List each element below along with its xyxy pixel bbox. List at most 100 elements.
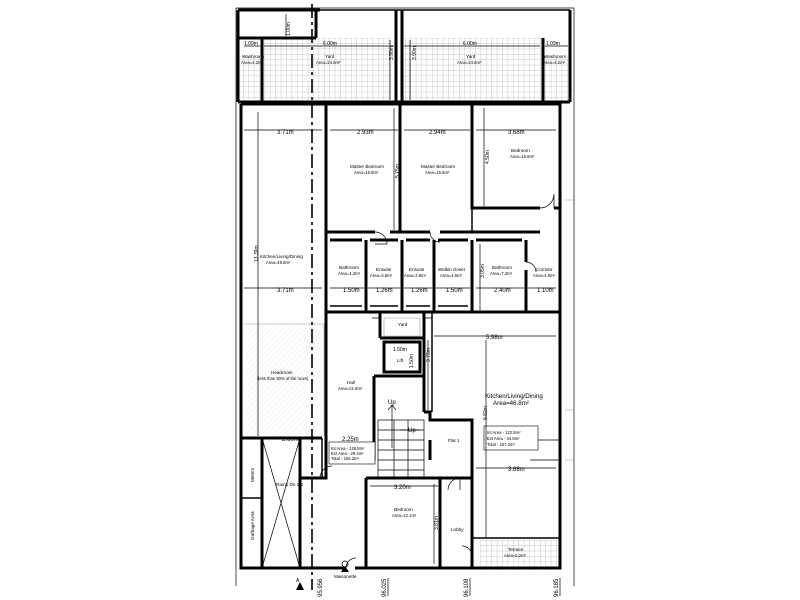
dim-379: 3.79m (426, 348, 432, 362)
master-bedroom-1-name: Master Bedroom (350, 164, 384, 169)
dim-371-top: 3.71m (277, 130, 294, 136)
dim-100: 1.00m (286, 22, 292, 36)
corridor-name: Corridor (536, 267, 553, 272)
level-4: 96.185 (554, 578, 560, 597)
bathroom-1-name: Bathroom (339, 265, 359, 270)
left-lower-walls (241, 436, 323, 569)
corridor-area: Area=4.8m² (533, 273, 556, 278)
master-bedroom-1-area: Area=16.8m² (354, 170, 379, 175)
terrace-name: Terrace (508, 547, 524, 552)
flat-label: Flat 1 (448, 438, 460, 443)
walkin-closet-name: Walkin closet (438, 267, 466, 272)
dimension-lines (244, 14, 568, 564)
external-walls (239, 102, 562, 570)
entrance-label: Maisonette (334, 574, 357, 579)
dim-225: 2.25m (342, 437, 359, 443)
bedroom-top-name: Bedroom (511, 148, 530, 153)
kitchen-right-name: Kitchen/Living/Dining (485, 393, 543, 400)
area-left-ext: Ext Area - 29.4m² (331, 451, 364, 456)
lobby-name: Lobby (451, 527, 464, 532)
area-left-total: Total - 156.2m² (331, 456, 360, 461)
dim-126-b: 1.26m (411, 288, 428, 294)
terrace-area: Area=5.2m² (504, 553, 527, 558)
area-box-left (328, 441, 376, 465)
dim-368-bottom: 3.68m (508, 467, 525, 473)
bedroom-bottom-area: Area=12.1m² (392, 513, 417, 518)
dim-368-top: 3.68m (508, 130, 525, 136)
dim-320: 3.20m (394, 485, 411, 491)
ensuite-2-area: Area=3.8m² (404, 273, 427, 278)
headroom-note: (less than 50% of the room) (257, 376, 309, 381)
dim-1339: 13.39m (254, 245, 260, 262)
hall-area: Area=21.8m² (338, 386, 363, 391)
master-bedroom-2-name: Master Bedroom (421, 164, 455, 169)
level-1: 95.956 (318, 578, 324, 597)
yard-right-area: Area=24.6m² (457, 60, 482, 65)
dim-293: 2.93m (357, 130, 374, 136)
area-box-right (483, 425, 539, 451)
dim-150-a: 1.50m (343, 288, 360, 294)
dim-575: 5.75m (395, 164, 401, 178)
dim-381: 3.81m (434, 516, 440, 530)
doors (319, 193, 555, 569)
section-lines (296, 4, 561, 596)
dim-600-right: 6.00m (463, 41, 477, 47)
bedroom-top-area: Area=16.6m² (510, 154, 535, 159)
bathroom-2-name: Bathroom (492, 265, 512, 270)
dim-450: 4.50m (485, 150, 491, 164)
dim-150-b: 1.50m (446, 288, 463, 294)
dim-598: 5.98m (486, 335, 503, 341)
bedroom-bottom-name: Bedroom (394, 507, 413, 512)
yard-right-name: Yard (466, 54, 476, 59)
kitchen-left-name: Kitchen/Living/Dining (260, 254, 303, 259)
yard-walls (236, 8, 572, 104)
garbage-label: Garbage Area (250, 511, 255, 540)
kitchen-right-area: Area=46.8m² (493, 400, 529, 407)
washroom-right-name: Washroom (544, 54, 566, 59)
area-right-total: Total - 157.2m² (487, 442, 516, 447)
dim-240: 2.40m (494, 288, 511, 294)
area-right-ext: Ext Area - 34.6m² (487, 436, 520, 441)
ensuite-2-name: Ensuite (409, 267, 425, 272)
yard-paving (239, 38, 570, 570)
master-bedroom-2-area: Area=15.6m² (425, 170, 450, 175)
level-2: 96.025 (382, 578, 388, 597)
yard-small-name: Yard (398, 322, 408, 327)
bathroom-1-area: Area=4.3m² (338, 271, 361, 276)
hall-name: Hall (347, 380, 355, 385)
ensuite-1-name: Ensuite (376, 267, 392, 272)
meters-label: Meters (250, 467, 255, 482)
dim-150-lift: 1.50m (393, 347, 407, 353)
staircase (377, 404, 425, 479)
dim-982: 9.82m (483, 406, 489, 420)
area-right-int: Int Area - 122.6m² (487, 430, 521, 435)
area-left-int: Int Area - 126.8m² (331, 446, 365, 451)
bathroom-2-area: Area=7.3m² (490, 271, 513, 276)
level-3: 96.108 (464, 578, 470, 597)
wet-rooms-walls (324, 230, 560, 314)
dim-109-left: 1.09m (244, 41, 258, 47)
dim-126-a: 1.26m (376, 288, 393, 294)
ramp-label: Ramp Dn 1:8 (276, 482, 304, 487)
dim-390-right: 3.90m (412, 46, 418, 60)
dim-109-right: 1.09m (546, 41, 560, 47)
stair-up-2: Up (408, 428, 416, 434)
washroom-left-name: Washroom (242, 54, 264, 59)
dim-150-lift-v: 1.50m (409, 354, 415, 368)
washroom-right-area: Area=4.2m² (543, 60, 566, 65)
washroom-left-area: Area=4.2m² (241, 60, 264, 65)
dim-600-left: 6.00m (323, 41, 337, 47)
stair-up-1: Up (388, 400, 396, 406)
yard-left-area: Area=24.6m² (316, 60, 341, 65)
dim-110: 1.10m (537, 288, 554, 294)
dim-294: 2.94m (429, 130, 446, 136)
ensuite-1-area: Area=3.8m² (370, 273, 393, 278)
dim-260: 2.60m (282, 437, 299, 443)
yard-left-name: Yard (325, 54, 335, 59)
headroom-zone (244, 323, 325, 436)
section-marker: A (296, 578, 300, 584)
dim-371-mid: 3.71m (277, 288, 294, 294)
dim-305: 3.05m (480, 264, 486, 278)
kitchen-left-area: Area=49.8m² (266, 260, 291, 265)
